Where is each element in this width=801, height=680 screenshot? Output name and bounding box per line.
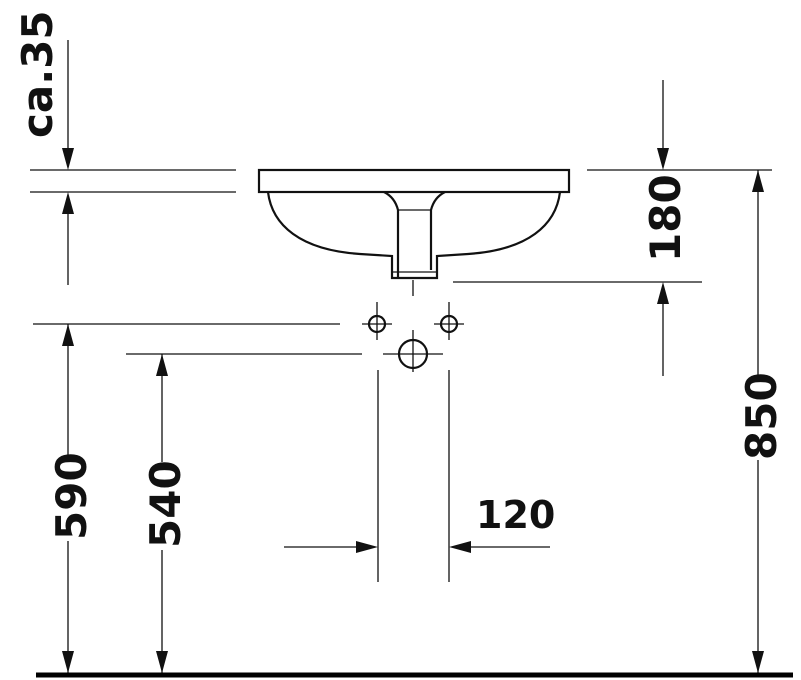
dimension-850: 850 xyxy=(737,170,786,675)
waste-hole xyxy=(383,330,443,372)
dimension-540: 540 xyxy=(141,354,190,675)
dimension-label-ca35: ca.35 xyxy=(13,10,62,138)
dimension-label-540: 540 xyxy=(141,460,190,548)
hole-right xyxy=(434,302,464,340)
dimension-ca35: ca.35 xyxy=(13,10,74,285)
dimension-label-120: 120 xyxy=(476,493,555,537)
dimension-label-850: 850 xyxy=(737,372,786,460)
basin-rim xyxy=(257,168,571,194)
dimension-label-180: 180 xyxy=(641,174,690,262)
washbasin xyxy=(257,168,571,296)
hole-left xyxy=(362,302,392,340)
overflow-channel xyxy=(383,191,400,278)
extension-lines xyxy=(30,169,772,582)
dimension-label-590: 590 xyxy=(47,452,96,540)
basin-bowl xyxy=(266,191,562,280)
connection-holes xyxy=(362,302,464,372)
dimension-120: 120 xyxy=(284,493,555,553)
dimension-590: 590 xyxy=(47,324,96,675)
dimension-180: 180 xyxy=(641,80,690,376)
overflow-channel-right xyxy=(429,191,446,270)
